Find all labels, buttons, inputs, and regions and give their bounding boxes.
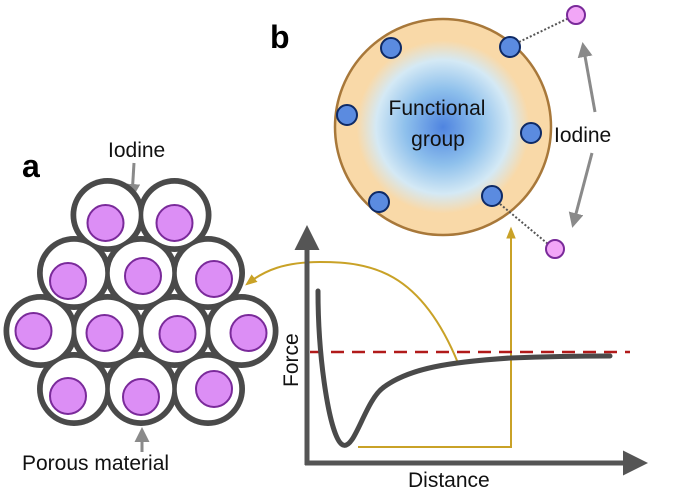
panel-b-label: b xyxy=(270,19,290,55)
iodine-label-b: Iodine xyxy=(554,124,611,147)
iodine-molecule xyxy=(155,204,194,242)
panel-a-label: a xyxy=(22,148,40,184)
functional-particle xyxy=(333,17,553,237)
functional-site xyxy=(481,185,503,207)
iodine-molecule xyxy=(229,314,268,352)
y-axis-label: Force xyxy=(280,333,303,387)
panel-b: b Functional group Iodine xyxy=(270,5,611,259)
functional-site xyxy=(499,36,521,58)
force-curve xyxy=(315,288,613,448)
iodine-atom-top xyxy=(566,5,586,25)
iodine-arrow-down xyxy=(568,152,594,228)
functional-site xyxy=(336,104,358,126)
iodine-molecule xyxy=(86,204,125,242)
bond-line-top xyxy=(518,16,572,43)
x-axis-label: Distance xyxy=(408,469,490,491)
iodine-atom-bottom xyxy=(545,239,565,259)
iodine-molecule xyxy=(158,315,197,353)
iodine-label-a: Iodine xyxy=(108,139,165,162)
pore-cells xyxy=(7,182,275,422)
iodine-molecule xyxy=(124,257,162,295)
iodine-molecule xyxy=(122,378,160,416)
panel-a: a Iodine Porous material xyxy=(3,139,279,475)
iodine-arrow-up xyxy=(577,42,597,113)
iodine-molecule xyxy=(195,260,233,298)
bond-line-bottom xyxy=(499,203,549,245)
functional-site xyxy=(368,191,390,213)
iodine-molecule xyxy=(49,377,87,415)
force-distance-graph: Force Distance xyxy=(245,225,648,491)
iodine-molecule xyxy=(85,314,124,352)
iodine-molecule xyxy=(14,312,53,350)
functional-label-line2: group xyxy=(411,128,465,151)
functional-sites xyxy=(336,36,542,213)
functional-site xyxy=(380,37,402,59)
porous-material-label: Porous material xyxy=(22,452,169,475)
functional-site xyxy=(520,122,542,144)
functional-label-line1: Functional xyxy=(389,97,486,120)
gold-arrow-to-particle xyxy=(358,226,516,448)
iodine-molecule xyxy=(195,370,233,408)
iodine-molecule xyxy=(49,262,87,300)
gold-arrow-to-pores xyxy=(245,260,459,364)
